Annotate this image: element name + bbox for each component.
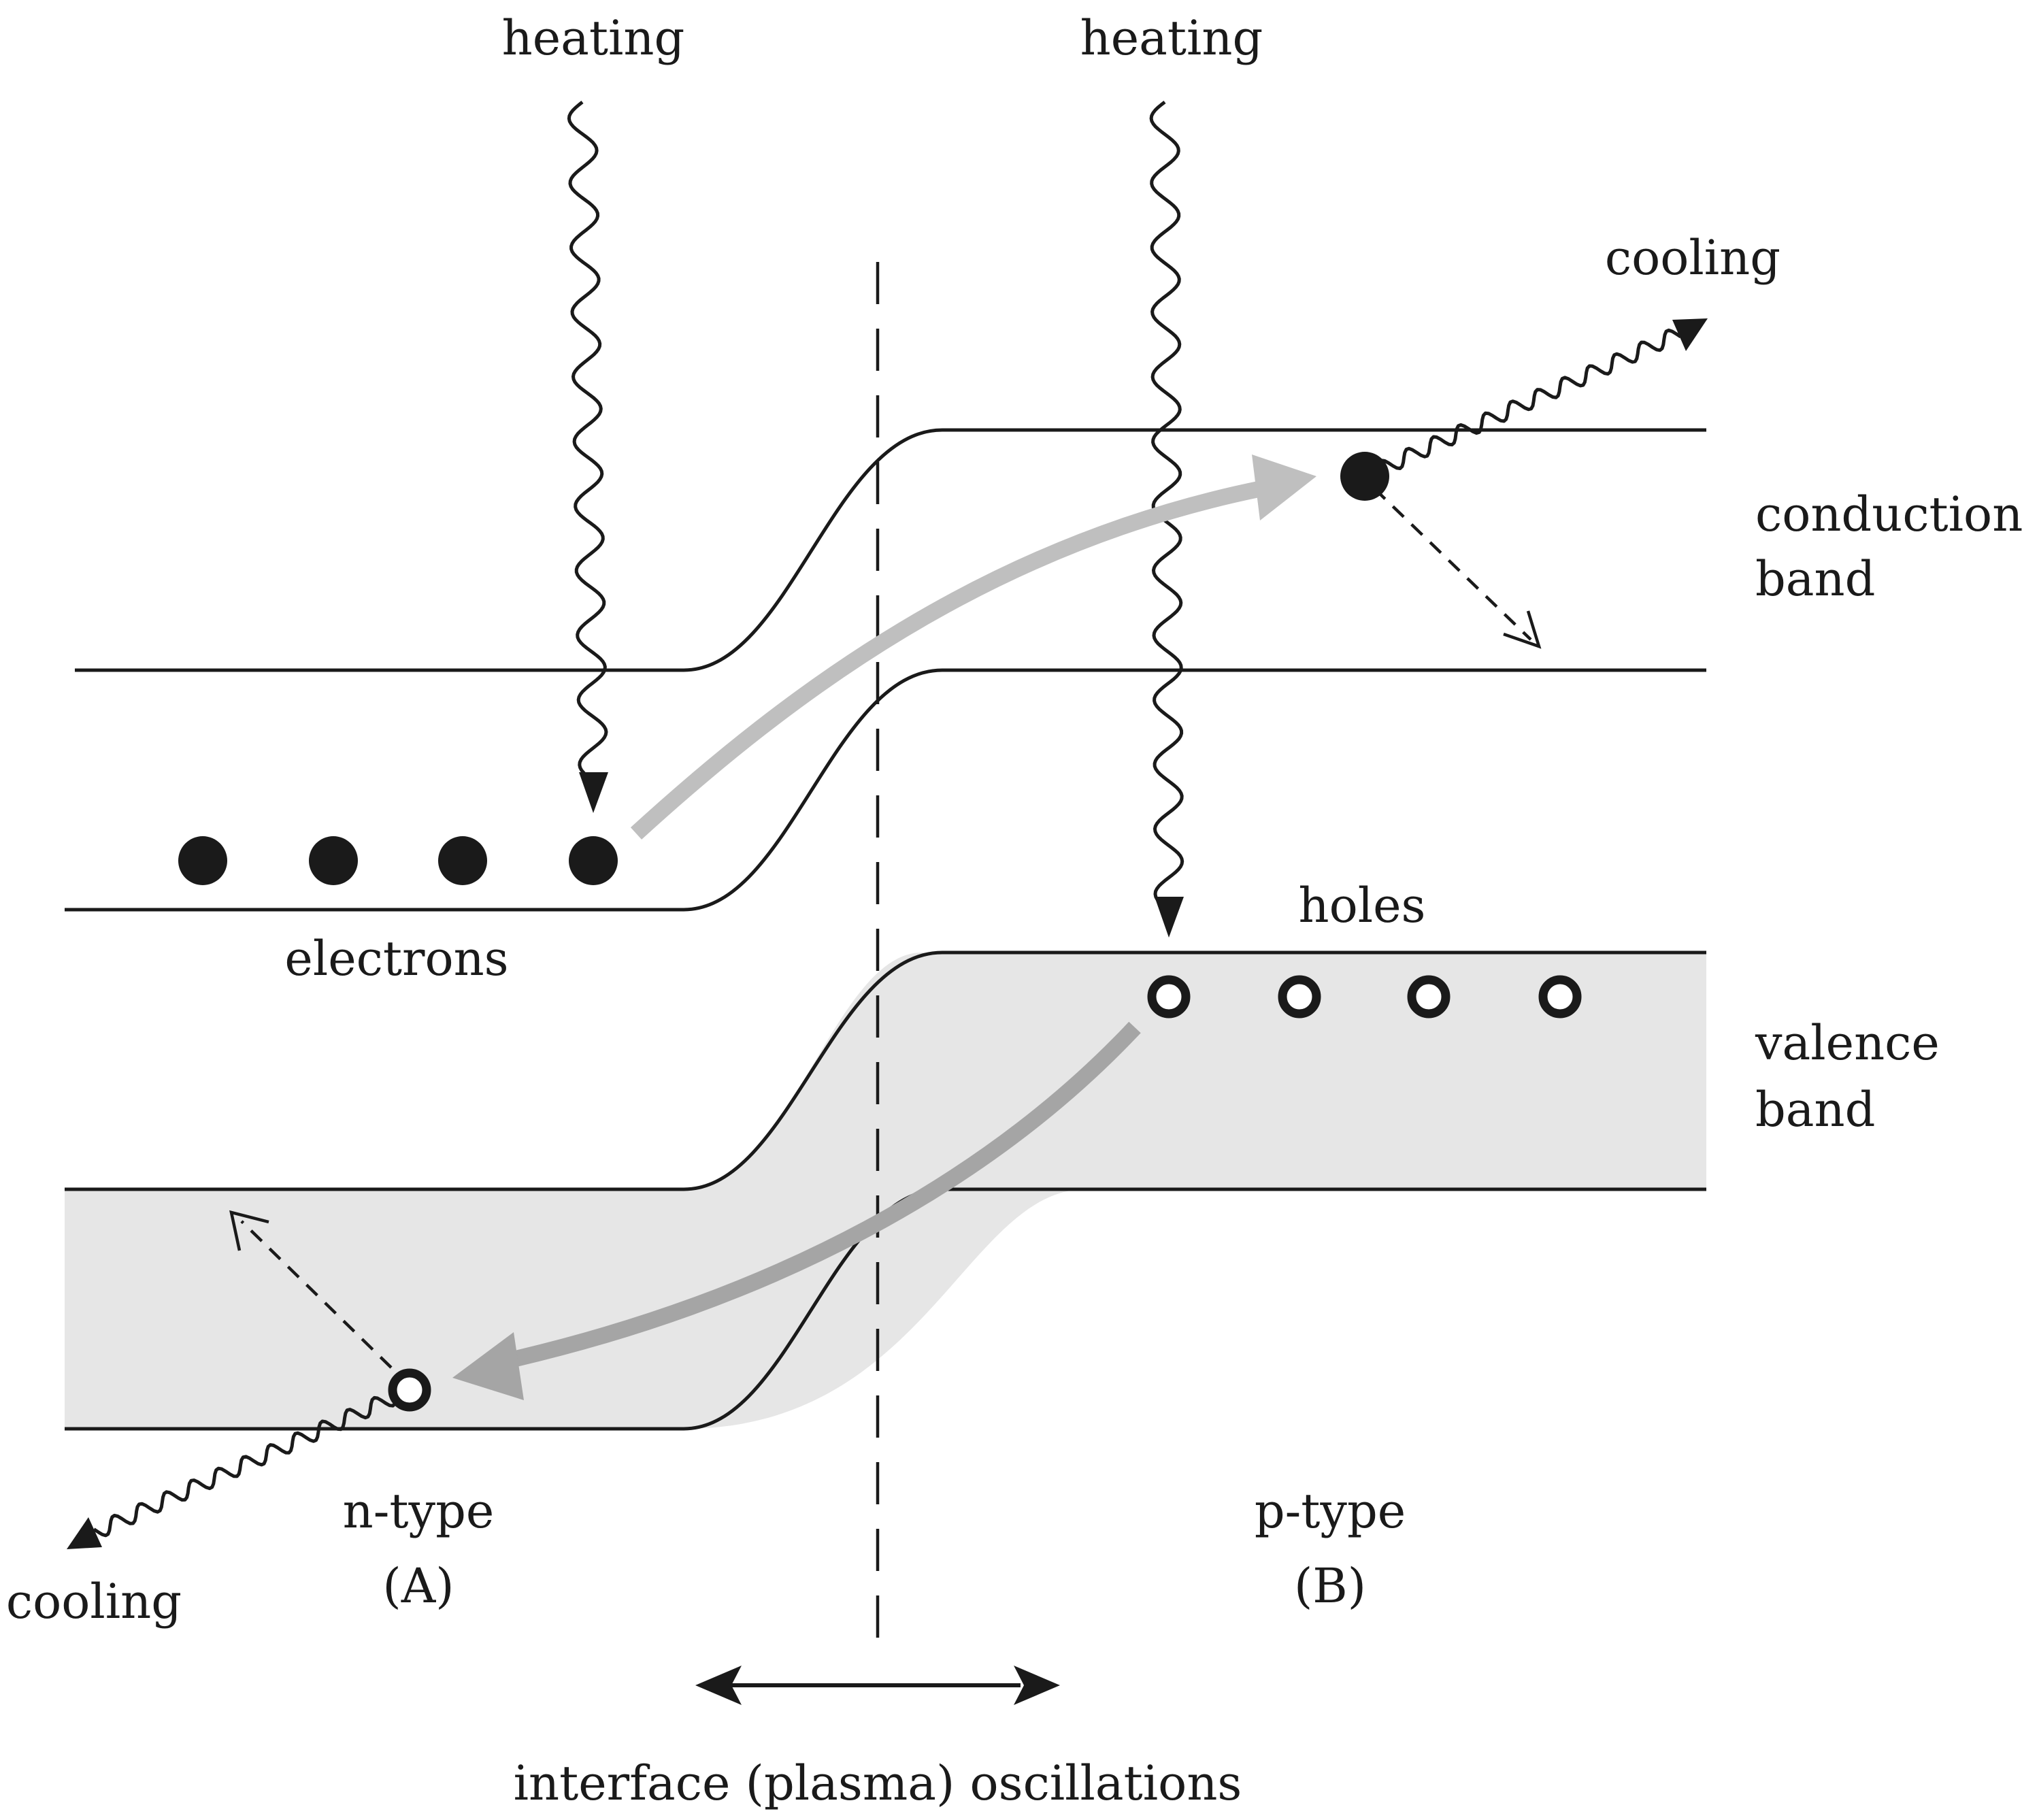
hole-flow-arrow <box>505 1021 1141 1369</box>
electron-flow-arrow <box>630 480 1264 840</box>
valence-band-label-2: band <box>1755 1082 1875 1138</box>
electron <box>569 836 618 885</box>
oscillation-arrowhead-right <box>1014 1666 1060 1705</box>
interface-oscillations-label: interface (plasma) oscillations <box>514 1755 1242 1811</box>
electron <box>309 836 358 885</box>
electron-scatter-arrowhead <box>1503 610 1542 649</box>
heating-arrow-right <box>1149 101 1184 901</box>
hole <box>1278 975 1321 1019</box>
conduction-band-label-2: band <box>1755 551 1875 607</box>
conduction-band-label-1: conduction <box>1755 486 2022 542</box>
cooling-label-left: cooling <box>6 1574 182 1629</box>
cooling-arrow-left <box>93 1384 411 1538</box>
cooling-label-right: cooling <box>1605 230 1780 286</box>
valence-band-label-1: valence <box>1755 1015 1940 1071</box>
electrons-label: electrons <box>284 931 508 987</box>
heating-label-right: heating <box>1080 10 1263 66</box>
valence-band-fill <box>65 953 1706 1429</box>
n-type-label: n-type <box>343 1483 495 1539</box>
p-type-label: p-type <box>1255 1483 1406 1539</box>
hole <box>1538 975 1582 1019</box>
hot-hole <box>388 1368 431 1412</box>
heating-arrow-left <box>567 101 608 778</box>
electron-flow-arrowhead <box>1252 454 1316 520</box>
heating-arrowhead-right <box>1155 897 1184 938</box>
conduction-band-top-edge <box>75 428 1706 672</box>
cooling-arrowhead-right <box>1672 318 1708 351</box>
electron <box>438 836 487 885</box>
hole-scatter-arrowhead <box>229 1210 269 1251</box>
conduction-band-bottom-edge <box>65 668 1706 912</box>
oscillation-arrowhead-left <box>695 1666 742 1705</box>
hole <box>1407 975 1451 1019</box>
hole-flow-arrowhead <box>452 1332 524 1400</box>
electron-scatter-arrow <box>1373 487 1532 641</box>
cooling-arrowhead-left <box>67 1517 102 1549</box>
hole-scatter-arrow <box>240 1220 393 1369</box>
p-type-letter: (B) <box>1294 1558 1366 1614</box>
heating-label-left: heating <box>502 10 685 66</box>
valence-band-top-edge <box>65 950 1706 1191</box>
holes-label: holes <box>1299 878 1426 933</box>
heating-arrowhead-left <box>579 772 608 813</box>
cooling-arrow-right <box>1363 328 1682 482</box>
hot-electron <box>1340 452 1389 501</box>
hole <box>1147 975 1191 1019</box>
n-type-letter: (A) <box>382 1558 454 1614</box>
electron <box>178 836 227 885</box>
